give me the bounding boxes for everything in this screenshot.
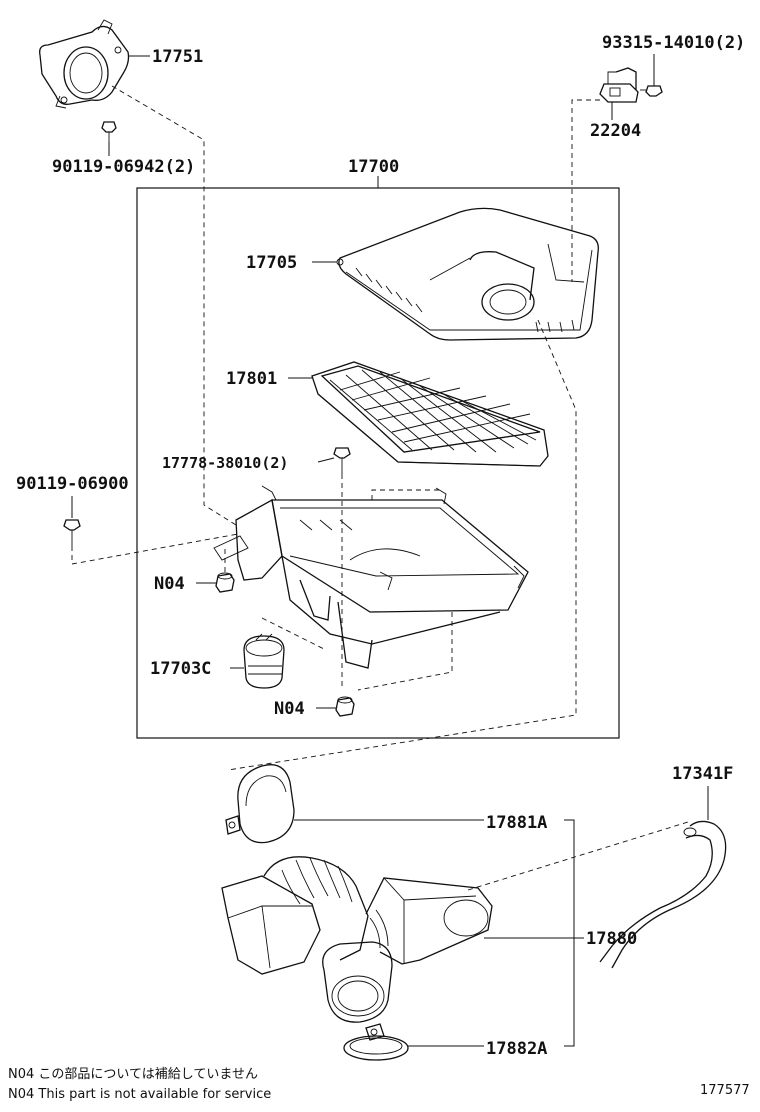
dashed-link-17751 bbox=[111, 85, 237, 526]
screw-93315-14010 bbox=[640, 85, 663, 97]
dashed-link-22204 bbox=[571, 99, 600, 282]
note-japanese: N04 この部品については補給していません bbox=[8, 1067, 258, 1082]
label-n04-left: N04 bbox=[154, 574, 185, 594]
note-english: N04 This part is not available for servi… bbox=[8, 1087, 271, 1102]
dashed-link-90119-06900 bbox=[71, 533, 239, 565]
mass-air-flow-sensor-22204 bbox=[599, 67, 639, 103]
intake-hose-17880 bbox=[221, 856, 493, 1023]
label-17880: 17880 bbox=[586, 929, 637, 949]
grommet-n04-left bbox=[215, 572, 235, 593]
label-90119-06942: 90119-06942(2) bbox=[52, 157, 195, 177]
label-17705: 17705 bbox=[246, 253, 297, 273]
dashed-link-case-a bbox=[261, 617, 327, 651]
label-17751: 17751 bbox=[152, 47, 203, 67]
dashed-link-17705 bbox=[227, 319, 577, 771]
label-17882a: 17882A bbox=[486, 1039, 547, 1059]
label-17700: 17700 bbox=[348, 157, 399, 177]
air-cleaner-case bbox=[213, 485, 529, 669]
leader-17778-38010 bbox=[317, 457, 335, 463]
label-17341f: 17341F bbox=[672, 764, 733, 784]
hose-clamp-17881a bbox=[225, 764, 295, 844]
label-n04-bottom: N04 bbox=[274, 699, 305, 719]
label-90119-06900: 90119-06900 bbox=[16, 474, 129, 494]
bolt-17778-38010 bbox=[333, 447, 351, 474]
air-cleaner-cap-17705 bbox=[336, 207, 599, 341]
label-17703c: 17703C bbox=[150, 659, 211, 679]
label-17881a: 17881A bbox=[486, 813, 547, 833]
hose-clamp-17882a bbox=[343, 1023, 409, 1061]
label-22204: 22204 bbox=[590, 121, 641, 141]
group-bracket bbox=[564, 819, 575, 1047]
label-17778-38010: 17778-38010(2) bbox=[162, 454, 288, 472]
drain-valve-17703c bbox=[243, 633, 285, 689]
dashed-link-case-b bbox=[357, 612, 453, 691]
diagram-id: 177577 bbox=[700, 1083, 750, 1098]
grommet-n04-bottom bbox=[335, 696, 355, 717]
bolt-90119-06900 bbox=[63, 519, 81, 546]
air-filter-element-17801 bbox=[311, 361, 549, 467]
label-93315-14010: 93315-14010(2) bbox=[602, 33, 745, 53]
label-17801: 17801 bbox=[226, 369, 277, 389]
bolt-90119-06942 bbox=[101, 121, 117, 142]
dashed-link-case-c bbox=[371, 489, 440, 500]
vent-hose-17341f bbox=[599, 820, 727, 969]
intake-inlet-part-17751 bbox=[39, 19, 130, 109]
dashed-link-17341f bbox=[467, 821, 689, 891]
